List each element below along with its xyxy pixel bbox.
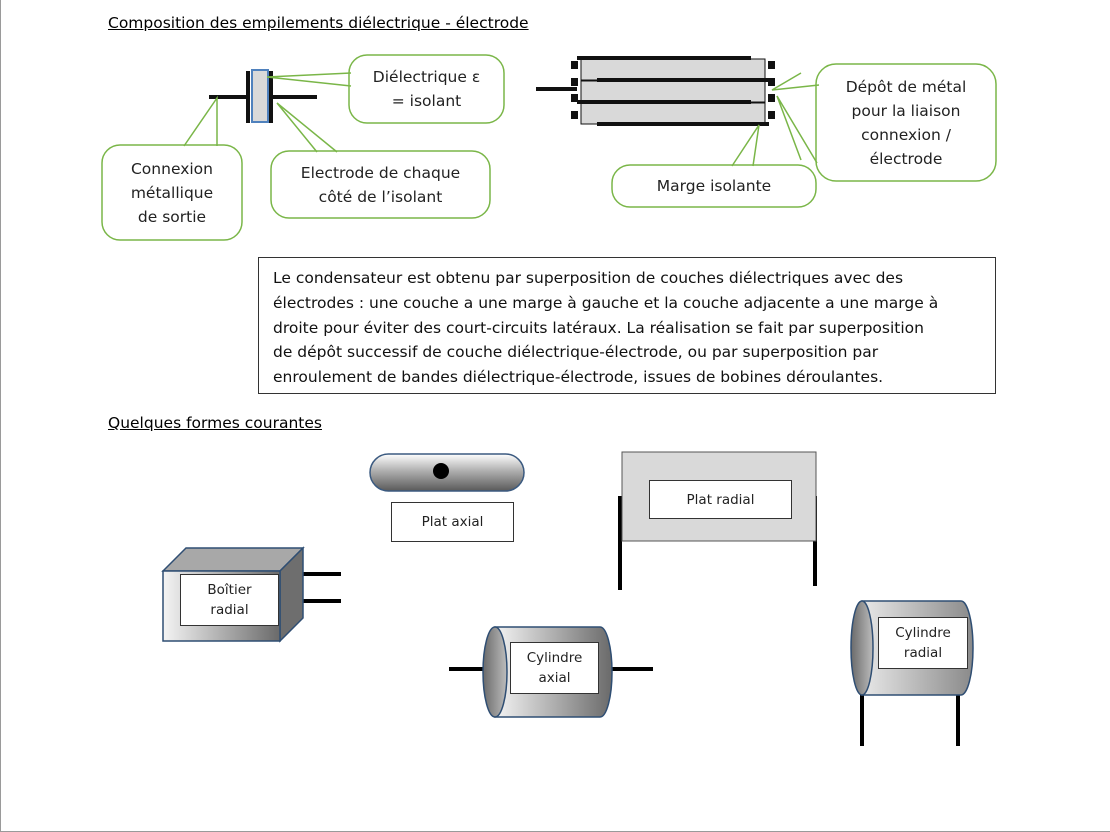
label-plat-radial: Plat radial xyxy=(649,480,792,519)
callout-electrode-line-1: Electrode de chaque xyxy=(300,163,461,182)
heading-composition: Composition des empilements diélectrique… xyxy=(108,14,529,32)
callout-depot-line-2: pour la liaison xyxy=(851,101,961,120)
shape-plat-axial xyxy=(369,453,525,492)
callout-marge-line-1: Marge isolante xyxy=(656,177,772,195)
callout-electrode-line-2: côté de l’isolant xyxy=(318,187,443,206)
callout-depot-line-4: électrode xyxy=(869,149,943,168)
callout-electrode-text: Electrode de chaque côté de l’isolant xyxy=(271,151,490,218)
callout-electrode xyxy=(270,150,491,219)
callout-marge-text: Marge isolante xyxy=(612,165,816,207)
label-cylindre-axial-line-2: axial xyxy=(538,670,571,686)
callout-depot-line-1: Dépôt de métal xyxy=(845,77,967,96)
callout-depot-text: Dépôt de métal pour la liaison connexion… xyxy=(816,64,996,181)
callout-connexion-text: Connexion métallique de sortie xyxy=(102,145,242,240)
callout-connexion-line-1: Connexion xyxy=(130,159,213,178)
label-cylindre-radial-line-1: Cylindre xyxy=(895,625,951,641)
label-plat-axial-line-1: Plat axial xyxy=(421,514,484,530)
label-boitier-radial: Boîtier radial xyxy=(180,574,279,626)
multilayer-stack xyxy=(536,56,775,126)
callout-depot xyxy=(815,63,997,182)
callout-depot-line-3: connexion / xyxy=(861,125,951,144)
label-cylindre-radial-line-2: radial xyxy=(903,645,943,661)
label-plat-axial: Plat axial xyxy=(391,502,514,542)
shape-plat-radial xyxy=(618,451,817,590)
callout-dielectrique-text: Diélectrique ε = isolant xyxy=(349,55,504,123)
heading-formes-courantes: Quelques formes courantes xyxy=(108,414,322,432)
label-cylindre-axial: Cylindre axial xyxy=(510,642,599,694)
description-line-1: Le condensateur est obtenu par superposi… xyxy=(273,269,904,287)
callout-connexion-line-2: métallique xyxy=(130,183,214,202)
label-cylindre-axial-line-1: Cylindre xyxy=(526,650,583,666)
callout-connexion-line-3: de sortie xyxy=(137,207,207,226)
callout-connexion xyxy=(101,144,243,241)
label-boitier-radial-line-1: Boîtier xyxy=(207,582,252,598)
description-line-2: électrodes : une couche a une marge à ga… xyxy=(273,293,939,312)
callout-marge xyxy=(611,164,817,208)
electrode-stack-left xyxy=(209,69,317,123)
label-plat-radial-line-1: Plat radial xyxy=(686,491,755,508)
label-boitier-radial-line-2: radial xyxy=(210,602,249,618)
callout-dielectrique xyxy=(348,54,505,124)
description-line-4: de dépôt successif de couche diélectriqu… xyxy=(273,343,879,362)
callout-dielectrique-line-1: Diélectrique ε xyxy=(372,68,481,86)
callout-dielectrique-line-2: = isolant xyxy=(391,92,462,110)
description-line-5: enroulement de bandes diélectrique-élect… xyxy=(273,368,884,387)
description-box: Le condensateur est obtenu par superposi… xyxy=(258,257,996,394)
label-cylindre-radial: Cylindre radial xyxy=(878,617,968,669)
description-line-3: droite pour éviter des court-circuits la… xyxy=(273,318,924,337)
